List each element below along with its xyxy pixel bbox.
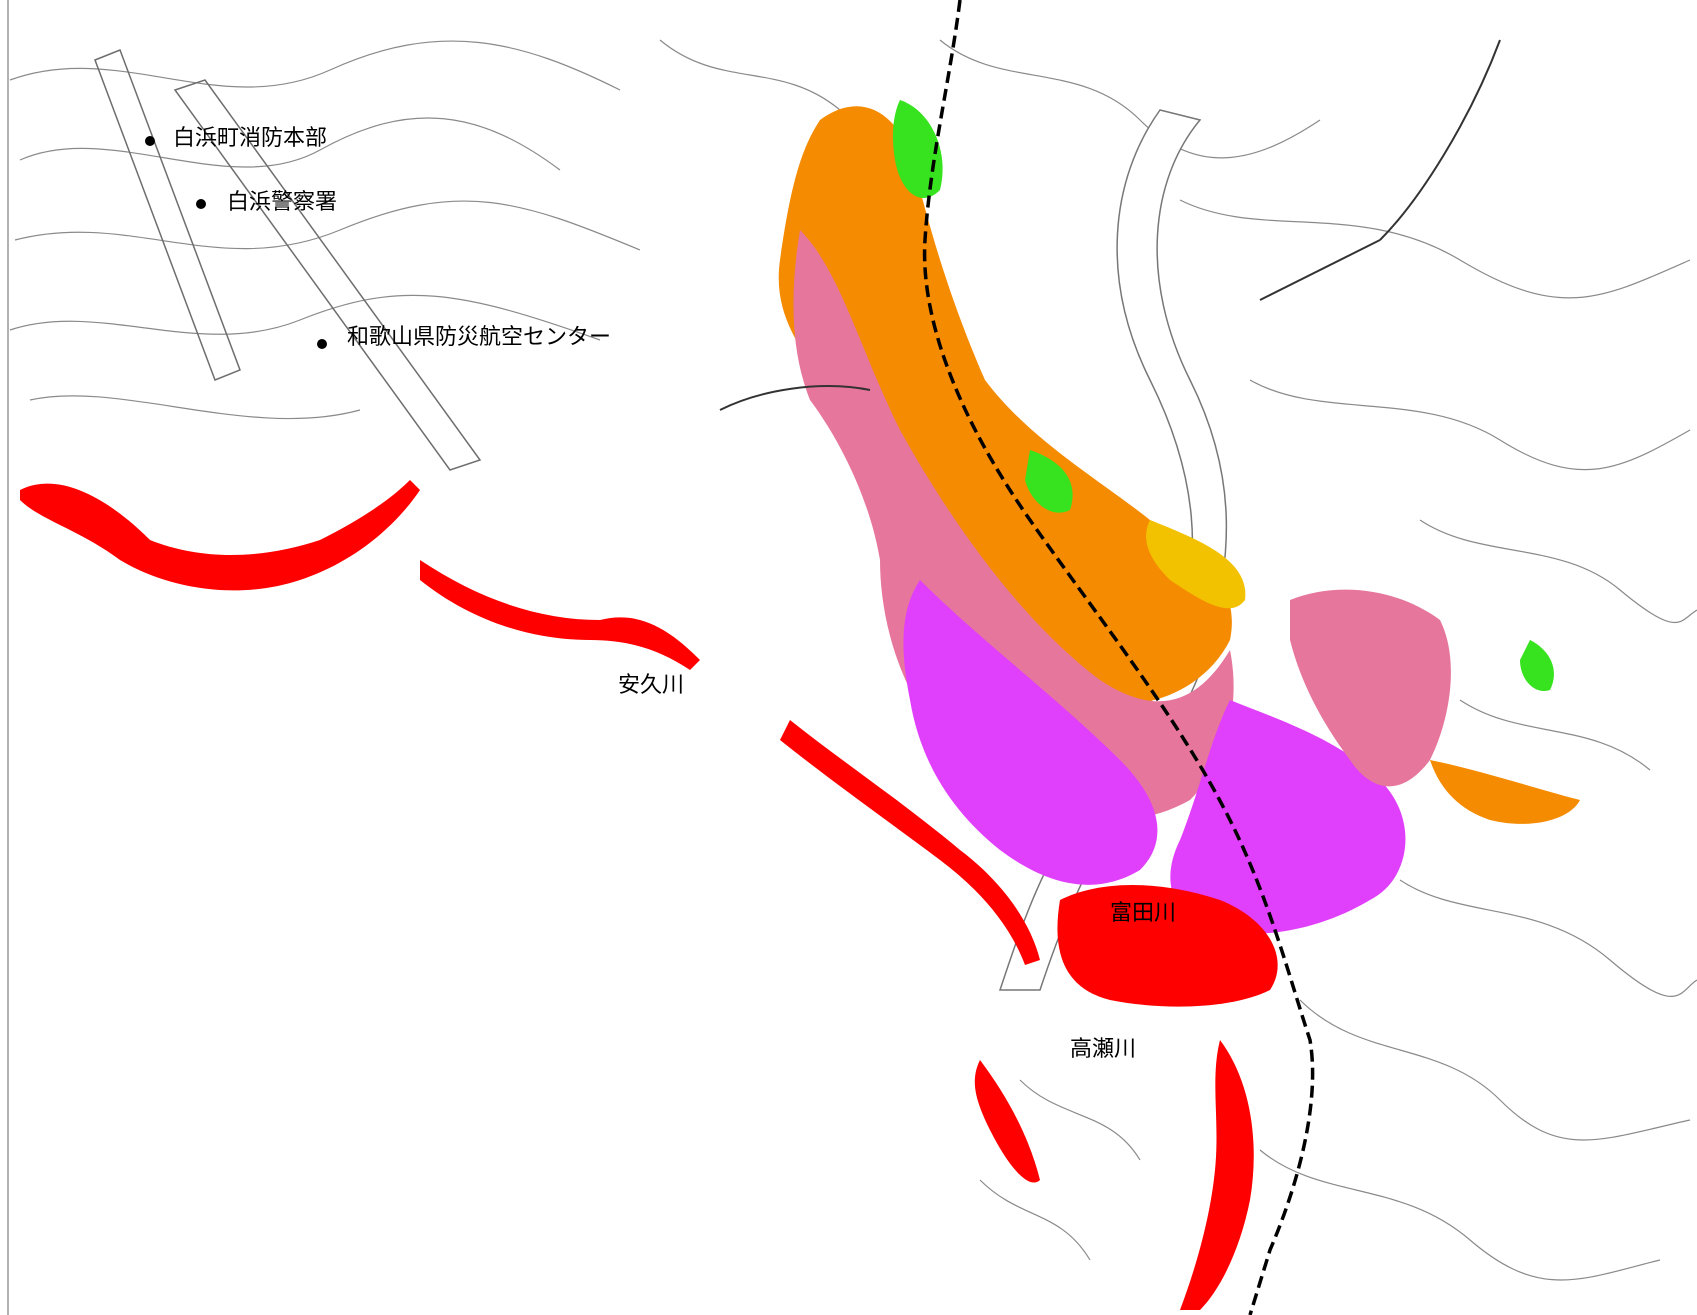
zone-red-mouth [1057, 885, 1278, 1007]
zone-red-coast-center [420, 560, 700, 670]
zone-yellow-edge [1146, 520, 1246, 609]
airport-runways [94, 49, 482, 471]
flood-zones [20, 100, 1580, 1310]
zone-magenta-plain [903, 580, 1158, 885]
facility-label-fire-hq: 白浜町消防本部 [173, 126, 328, 151]
zone-red-coast-west [20, 480, 420, 591]
roads [719, 39, 1501, 411]
river-label-ako: 安久川 [618, 673, 685, 698]
facility-marker-police [196, 199, 206, 209]
tonda-river-channel [998, 109, 1228, 991]
zone-red-valley-south [1180, 1040, 1254, 1310]
zone-pink-middle [793, 230, 1234, 821]
zone-red-coast-south [974, 1060, 1040, 1183]
zone-orange-east [1430, 760, 1580, 824]
zone-green-east [1520, 640, 1554, 691]
zone-red-coast-beach [780, 720, 1040, 965]
facility-marker-fire-hq [145, 136, 155, 146]
zone-magenta-east [1170, 700, 1406, 934]
zone-green-mid [1025, 450, 1073, 513]
base-topography [9, 39, 1697, 1281]
zone-green-upper [892, 100, 943, 199]
river-label-takase: 高瀬川 [1070, 1037, 1137, 1062]
zone-orange-upper [778, 106, 1232, 704]
railway-line [922, 0, 1315, 1315]
zone-pink-east [1290, 589, 1451, 787]
facility-label-police: 白浜警察署 [227, 190, 338, 215]
facility-label-aviation-center: 和歌山県防災航空センター [347, 325, 612, 350]
facility-marker-aviation-center [317, 339, 327, 349]
river-label-tonda: 富田川 [1110, 901, 1177, 926]
